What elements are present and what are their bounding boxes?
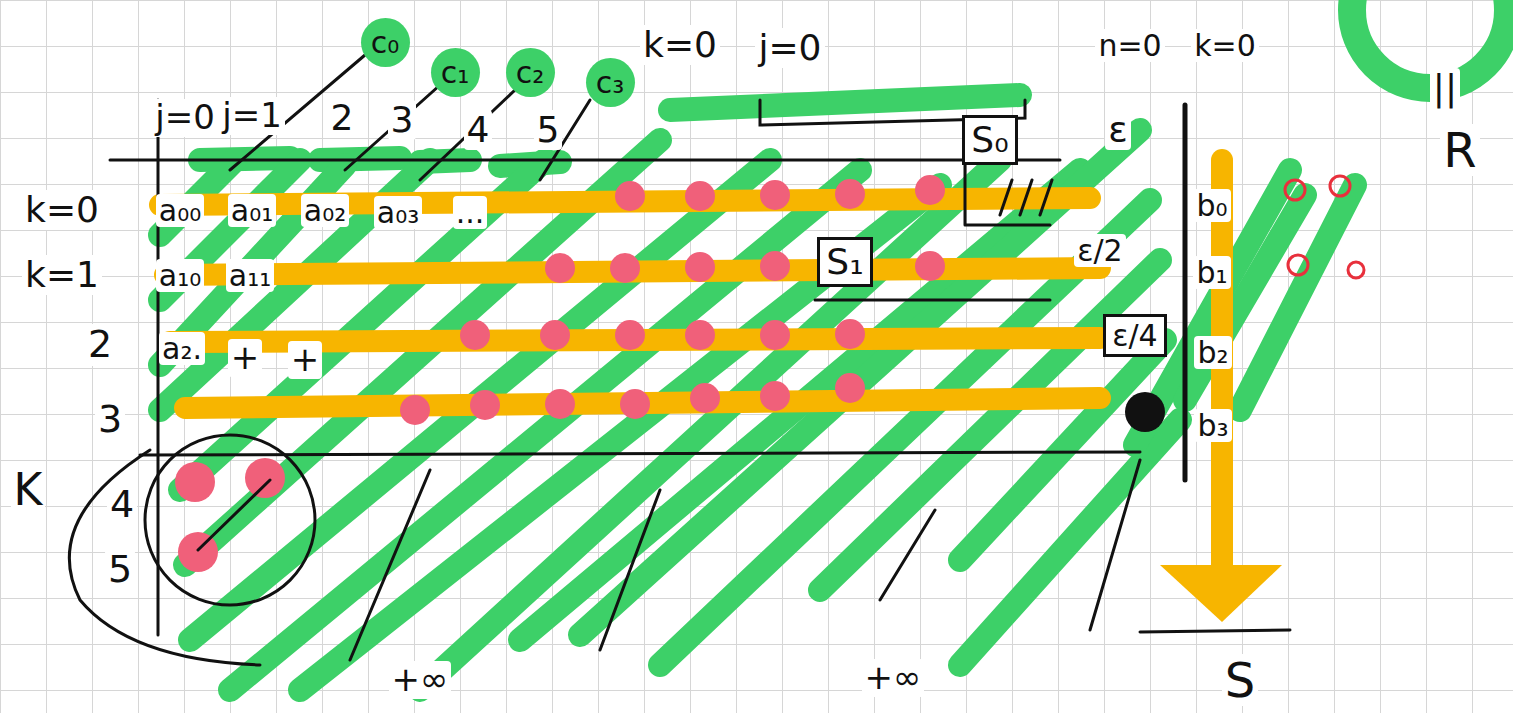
handwritten-label: n=0	[1095, 29, 1164, 62]
handwritten-label: K	[11, 466, 46, 514]
handwritten-label: 2	[328, 98, 357, 138]
green-strokes	[160, 0, 1508, 690]
handwritten-label: 2	[85, 324, 115, 366]
sum-box: ε/4	[1103, 314, 1166, 357]
handwritten-label: j=0	[755, 28, 824, 68]
node-text: c₀	[371, 26, 400, 59]
orange-bands	[160, 160, 1222, 570]
red-marks	[1285, 176, 1364, 278]
node-text: c₃	[596, 66, 625, 99]
handwritten-label: 4	[464, 110, 493, 150]
handwritten-label: 3	[388, 100, 417, 140]
node-text: S₀	[971, 120, 1008, 160]
handwritten-label: 3	[95, 399, 125, 441]
handwritten-label: a₀₀	[156, 194, 204, 227]
node-text: c₁	[441, 56, 470, 89]
handwritten-label: a₀₁	[228, 194, 276, 227]
node-text: S₁	[826, 242, 863, 282]
handwritten-label: j=1	[219, 97, 285, 134]
handwritten-label: b₀	[1193, 189, 1230, 222]
node-text: c₂	[516, 56, 545, 89]
handwritten-label: a₀₃	[374, 196, 422, 229]
green-circle: c₃	[586, 58, 635, 107]
handwritten-label: ...	[453, 196, 488, 229]
handwritten-label: a₂.	[159, 332, 205, 365]
handwritten-label: b₂	[1194, 336, 1231, 369]
green-circle: c₀	[361, 18, 410, 67]
handwritten-label: a₁₁	[226, 259, 274, 292]
black-blob	[1125, 392, 1165, 432]
handwritten-label: ||	[1430, 68, 1460, 108]
sum-box: S₁	[817, 237, 872, 287]
handwritten-label: 5	[534, 110, 563, 150]
green-circle: c₂	[506, 48, 555, 97]
arrow-head	[1160, 565, 1282, 622]
handwritten-label: k=0	[1191, 29, 1259, 62]
handwritten-label: b₃	[1194, 409, 1231, 442]
handwritten-label: a₁₀	[156, 259, 204, 292]
handwritten-label: +	[228, 339, 263, 376]
green-circle: c₁	[431, 48, 480, 97]
handwritten-label: b₁	[1193, 256, 1230, 289]
handwritten-label: +∞	[389, 661, 452, 698]
handwritten-label: 4	[107, 484, 137, 526]
handwritten-label: k=1	[22, 255, 102, 295]
pink-dots	[175, 175, 945, 572]
handwritten-label: S	[1222, 654, 1258, 707]
handwritten-label: ε/2	[1074, 234, 1125, 267]
handwritten-label: +∞	[862, 659, 925, 696]
handwritten-label: a₀₂	[301, 194, 349, 227]
handwritten-label: k=0	[640, 25, 720, 65]
handwritten-label: j=0	[152, 99, 218, 136]
handwritten-label: R	[1440, 124, 1479, 177]
handwritten-label: +	[288, 341, 323, 378]
sum-box: S₀	[962, 115, 1017, 165]
handwritten-label: k=0	[22, 190, 102, 230]
node-text: ε/4	[1112, 319, 1157, 352]
black-lines	[69, 55, 1290, 665]
handwritten-label: ε	[1105, 110, 1130, 150]
handwritten-label: 5	[105, 549, 135, 591]
